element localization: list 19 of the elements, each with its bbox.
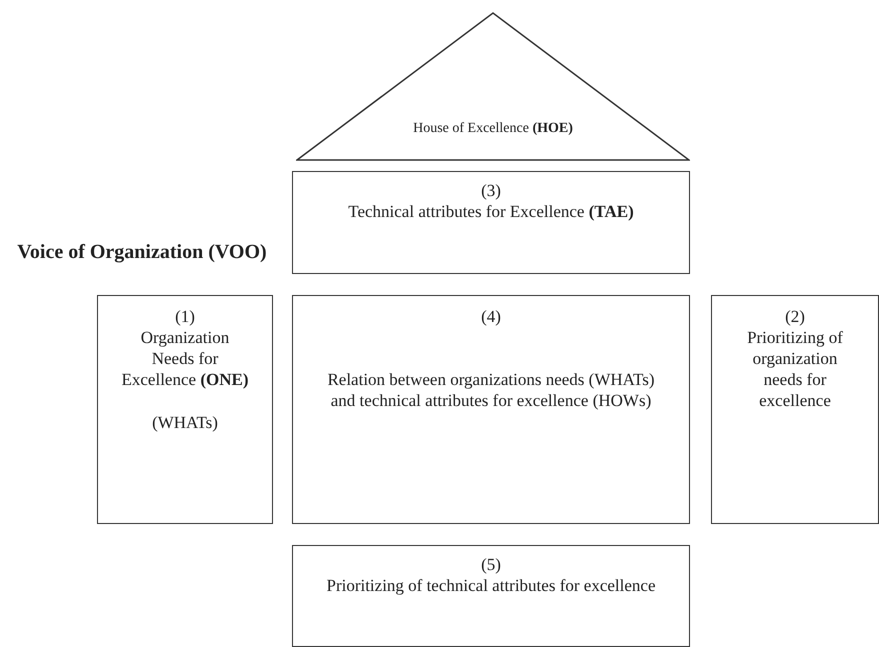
section-number: (4) (480, 306, 502, 327)
section-box (97, 295, 273, 524)
section-box (292, 171, 690, 274)
section-text: Relation between organizations needs (WHATs) and technical attributes for excellence (HOWs) (326, 369, 656, 411)
section-box (711, 295, 879, 524)
section-text: Technical attributes for Excellence (TAE) (347, 201, 635, 222)
section-box (292, 545, 690, 647)
section-number: (1) (174, 306, 196, 327)
section-number: (5) (480, 554, 502, 575)
section-box (292, 295, 690, 524)
section-text: Organization Needs for Excellence (ONE) (120, 327, 250, 390)
section-text: Prioritizing of technical attributes for excellence (326, 575, 656, 596)
section-number: (3) (480, 180, 502, 201)
section-text: Prioritizing of organization needs for excellence (746, 327, 844, 411)
roof-triangle (296, 12, 690, 161)
side-label: Voice of Organization (VOO) (16, 240, 268, 264)
section-text: House of Excellence (HOE) (412, 120, 574, 138)
section-number: (2) (784, 306, 806, 327)
section-text: (WHATs) (151, 412, 219, 433)
